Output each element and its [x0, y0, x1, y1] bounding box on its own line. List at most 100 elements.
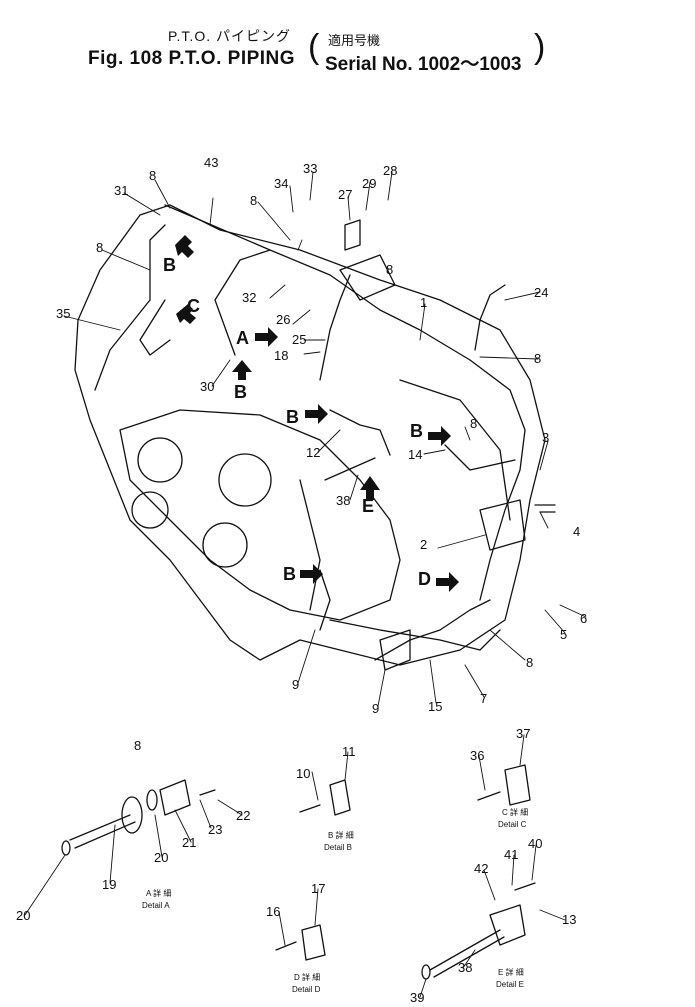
detail-c-en: Detail C: [498, 820, 527, 829]
callout-39: 39: [410, 990, 424, 1005]
arrow-B-5: [300, 564, 323, 584]
detail-c-bolt: [477, 791, 501, 801]
callout-29: 29: [362, 176, 376, 191]
housing-inner: [119, 409, 401, 621]
callout-10: 10: [296, 766, 310, 781]
callout-8-b: 8: [96, 240, 103, 255]
housing-flange: [399, 379, 511, 521]
callout-8-detail-a: 8: [134, 738, 141, 753]
detail-b-bolt: [299, 804, 321, 813]
detail-a-bolt: [199, 789, 216, 796]
callout-1: 1: [420, 295, 427, 310]
pipe-35: [94, 299, 171, 391]
arrow-B-3: [305, 404, 328, 424]
bracket-8-top: [339, 254, 396, 301]
callout-12: 12: [306, 445, 320, 460]
letter-C: C: [187, 296, 200, 316]
bore-3: [218, 453, 272, 507]
pipe-1: [149, 204, 526, 601]
pipe-30: [214, 249, 271, 356]
arrow-B-4: [428, 426, 451, 446]
callout-35: 35: [56, 306, 70, 321]
detail-d-bolt: [275, 941, 297, 951]
detail-d-bracket: [301, 924, 326, 961]
part-numbers: 43 8 31 8 35 8 34 33 27 29 28 8 1 24 8 3…: [16, 155, 587, 1005]
callout-16: 16: [266, 904, 280, 919]
detail-d-jp: D 詳 細: [294, 972, 320, 982]
callout-9-a: 9: [372, 701, 379, 716]
callout-26: 26: [276, 312, 290, 327]
callout-7: 7: [480, 691, 487, 706]
detail-a-flange: [121, 796, 143, 834]
bore-4: [202, 522, 248, 568]
callout-8-e: 8: [534, 351, 541, 366]
letter-D: D: [418, 569, 431, 589]
pipe-24: [474, 284, 506, 351]
detail-a-oring-left: [61, 840, 71, 856]
letter-E: E: [362, 496, 374, 516]
bore-1: [137, 437, 183, 483]
bore-2: [131, 491, 169, 529]
detail-e-oring: [421, 964, 431, 980]
callout-8-a: 8: [149, 168, 156, 183]
pipe-18: [319, 274, 351, 381]
detail-d-en: Detail D: [292, 985, 321, 994]
detail-c-bracket: [504, 764, 531, 806]
callout-4: 4: [573, 524, 580, 539]
title-en: Fig. 108 P.T.O. PIPING: [88, 48, 296, 69]
callout-2: 2: [420, 537, 427, 552]
detail-e-jp: E 詳 細: [498, 967, 524, 977]
callout-19: 19: [102, 877, 116, 892]
bracket-27: [344, 219, 361, 251]
callout-6: 6: [580, 611, 587, 626]
callout-8-f: 8: [470, 416, 477, 431]
paren-open: (: [308, 28, 320, 66]
view-arrows: [175, 235, 459, 592]
detail-a-jp: A 詳 細: [146, 888, 171, 898]
callout-8-g: 8: [526, 655, 533, 670]
callout-14: 14: [408, 447, 422, 462]
callout-25: 25: [292, 332, 306, 347]
callout-30: 30: [200, 379, 214, 394]
callout-17: 17: [311, 881, 325, 896]
letter-B-3: B: [286, 407, 299, 427]
callout-28: 28: [383, 163, 397, 178]
callout-32: 32: [242, 290, 256, 305]
callout-43: 43: [204, 155, 218, 170]
detail-a-shaft: [69, 814, 136, 849]
leader-lines: [24, 171, 587, 998]
arrow-A: [255, 327, 278, 347]
callout-20-b: 20: [16, 908, 30, 923]
callout-15: 15: [428, 699, 442, 714]
pipe-7: [329, 619, 501, 651]
letter-A: A: [236, 328, 249, 348]
serial-number: Serial No. 1002～1003: [325, 54, 522, 75]
pipe-14: [444, 444, 516, 471]
callout-38-a: 38: [336, 493, 350, 508]
callout-40: 40: [528, 836, 542, 851]
clip-4: [534, 504, 556, 513]
detail-b-en: Detail B: [324, 843, 352, 852]
detail-a-en: Detail A: [142, 901, 170, 910]
callout-33: 33: [303, 161, 317, 176]
callout-13: 13: [562, 912, 576, 927]
detail-e-shaft: [429, 929, 505, 978]
arrow-E: [360, 476, 380, 500]
shaft-38: [324, 457, 376, 481]
callout-9-b: 9: [292, 677, 299, 692]
title-jp: P.T.O. パイピング: [168, 28, 291, 44]
bracket-9: [379, 629, 411, 671]
callout-8-d: 8: [386, 262, 393, 277]
letter-B-5: B: [283, 564, 296, 584]
detail-b-jp: B 詳 細: [328, 830, 354, 840]
pipe-9: [319, 569, 331, 631]
callout-31: 31: [114, 183, 128, 198]
pipe-15: [374, 599, 491, 661]
callout-41: 41: [504, 847, 518, 862]
callout-8-c: 8: [250, 193, 257, 208]
arrow-D: [436, 572, 459, 592]
letter-B-4: B: [410, 421, 423, 441]
housing-rib: [299, 479, 321, 611]
pipe-12: [329, 409, 391, 456]
